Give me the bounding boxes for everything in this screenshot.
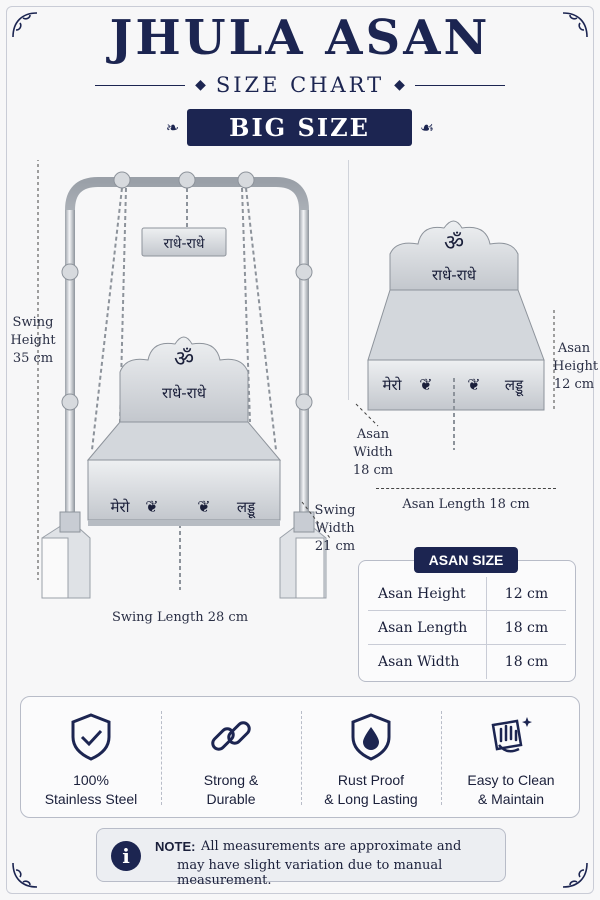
flourish-right-icon: ☙ [419,117,435,137]
note-label: NOTE: [155,839,196,854]
shield-check-icon [71,713,111,761]
table-cell-value: 18 cm [486,645,566,679]
table-cell-label: Asan Height [378,585,466,602]
leaf-ornament-icon: ❦ [419,375,432,394]
corner-ornament-bottom-left-icon [10,860,40,890]
note-text-line2: may have slight variation due to manual … [177,858,443,888]
chain-link-icon [211,721,251,751]
divider [161,711,162,805]
table-cell-value: 18 cm [486,610,566,645]
swing-back-text: राधे-राधे [162,384,207,402]
page-frame [6,6,594,894]
note-text-line1: All measurements are approximate and [201,839,462,854]
subtitle-row: ◆ SIZE CHART ◆ [0,72,600,98]
asan-front-right-text: लड्डू [505,376,524,397]
corner-ornament-top-right-icon [560,10,590,40]
table-row: Asan Width 18 cm [368,645,566,679]
feature-rust-proof: Rust Proof& Long Lasting [301,697,441,819]
table-cell-value: 12 cm [486,576,566,611]
swing-length-label: Swing Length 28 cm [40,609,320,627]
leaf-ornament-icon: ❦ [145,497,158,516]
asan-back [389,220,519,291]
asan-back-text: राधे-राधे [432,266,477,284]
asan-front-left-text: मेरो [383,376,403,394]
swing-sign-text: राधे-राधे [164,235,205,252]
swing-seat-front [87,459,281,521]
swing-front-left-text: मेरो [111,498,131,516]
divider [414,84,505,86]
swing-seat-back [119,336,249,423]
divider [441,711,442,805]
asan-size-table [358,560,576,682]
corner-ornament-bottom-right-icon [560,860,590,890]
om-symbol: ॐ [444,231,464,256]
size-badge: BIG SIZE [187,108,412,146]
table-row: Asan Length 18 cm [368,610,566,645]
divider [301,711,302,805]
feature-strong-durable: Strong &Durable [161,697,301,819]
leaf-ornament-icon: ❦ [197,497,210,516]
page-title: JHULA ASAN [109,10,491,66]
page-subtitle: SIZE CHART [215,73,385,97]
feature-easy-clean: Easy to Clean& Maintain [441,697,581,819]
shield-drop-icon [351,713,391,761]
features-panel: 100%Stainless Steel Strong &Durable Rust… [20,696,580,818]
asan-illustration: ॐ राधे-राधे मेरो ❦ ❦ लड्डू [367,220,555,450]
asan-front [367,359,545,411]
diamond-ornament-icon: ◆ [394,77,405,93]
table-cell-label: Asan Width [378,654,460,670]
om-symbol: ॐ [174,347,194,372]
info-icon: i [111,841,141,871]
divider [348,160,349,400]
table-cell-label: Asan Length [378,619,468,636]
swing-chains [91,187,277,590]
cleaning-hand-icon [491,717,532,753]
swing-front-right-text: लड्डू [237,498,256,519]
swing-illustration: राधे-राधे ॐ राधे-राधे मेरो ❦ ❦ लड्डू [37,160,331,599]
corner-ornament-top-left-icon [10,10,40,40]
asan-width-arrow [355,403,379,427]
size-badge-row: ❧ BIG SIZE ☙ [0,108,600,146]
leaf-ornament-icon: ❦ [467,375,480,394]
asan-size-table-title: ASAN SIZE [414,547,518,573]
swing-dimension-lines [37,160,331,580]
asan-length-line [376,488,556,489]
flourish-left-icon: ❧ [165,117,180,137]
divider [95,84,186,86]
swing-sign-plate [141,227,227,257]
swing-left-post [65,210,75,520]
table-row: Asan Height 12 cm [368,576,566,611]
diamond-ornament-icon: ◆ [195,77,206,93]
swing-right-post [299,210,309,520]
note-box: i NOTE: All measurements are approximate… [96,828,506,888]
asan-length-label: Asan Length 18 cm [402,497,530,512]
feature-stainless-steel: 100%Stainless Steel [21,697,161,819]
